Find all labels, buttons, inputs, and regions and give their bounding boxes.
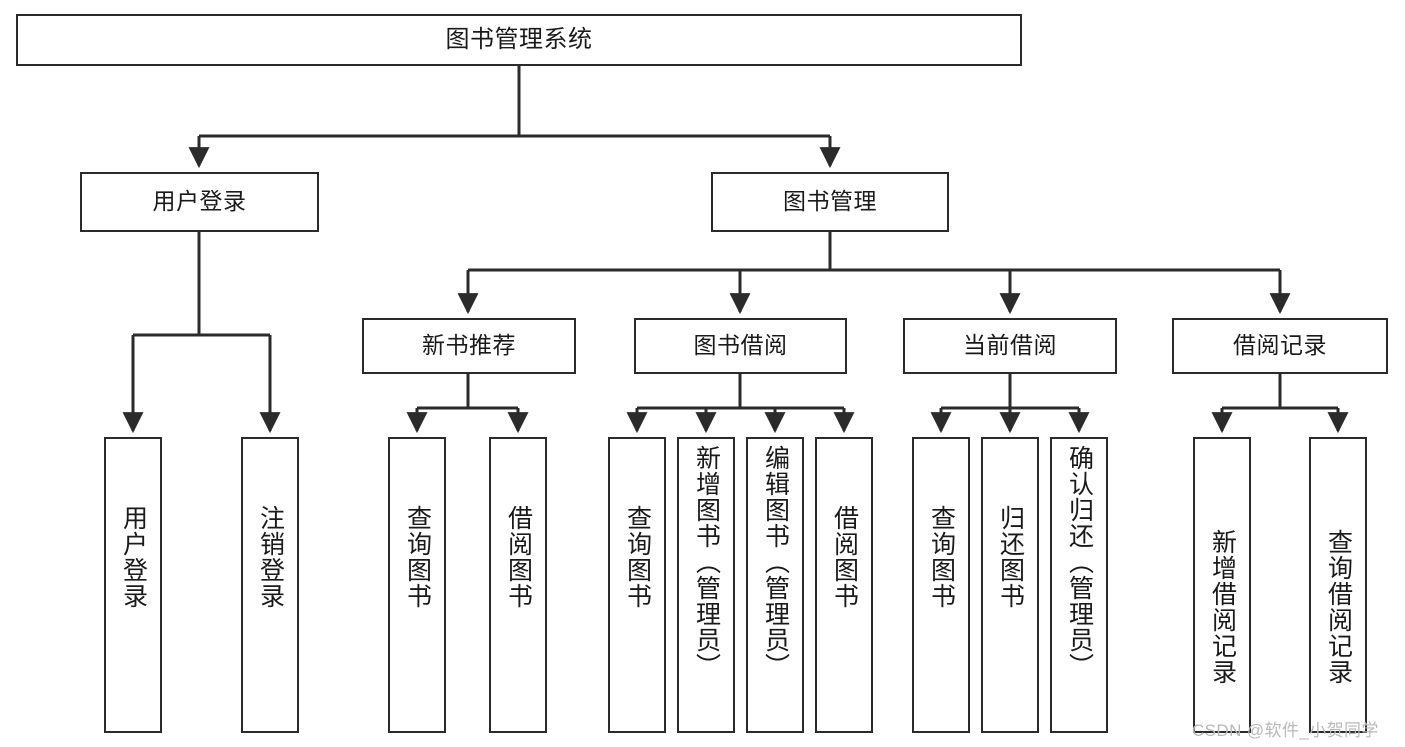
leaf-bookborrow-borrow[interactable]: 借阅图书 xyxy=(815,437,873,733)
leaf-borrowrecord-add-label: 新增借阅记录 xyxy=(1208,529,1237,685)
node-book-manage[interactable]: 图书管理 xyxy=(711,172,949,232)
node-borrow-record-label: 借阅记录 xyxy=(1233,332,1327,359)
leaf-currentborrow-return[interactable]: 归还图书 xyxy=(981,437,1039,733)
leaf-bookborrow-query[interactable]: 查询图书 xyxy=(608,437,666,733)
node-new-book[interactable]: 新书推荐 xyxy=(362,318,576,374)
node-book-borrow[interactable]: 图书借阅 xyxy=(634,318,847,374)
leaf-bookborrow-borrow-label: 借阅图书 xyxy=(830,505,859,609)
node-user-login[interactable]: 用户登录 xyxy=(80,172,319,232)
leaf-user-logout-label: 注销登录 xyxy=(256,505,285,609)
node-user-login-label: 用户登录 xyxy=(152,188,247,215)
leaf-currentborrow-confirm[interactable]: 确认归还（管理员） xyxy=(1050,437,1108,733)
node-root-label: 图书管理系统 xyxy=(445,25,593,53)
node-book-borrow-label: 图书借阅 xyxy=(693,332,788,359)
leaf-newbook-query-label: 查询图书 xyxy=(403,505,432,609)
leaf-bookborrow-query-label: 查询图书 xyxy=(623,505,652,609)
leaf-user-login[interactable]: 用户登录 xyxy=(104,437,162,733)
leaf-borrowrecord-query[interactable]: 查询借阅记录 xyxy=(1309,437,1367,733)
leaf-bookborrow-add[interactable]: 新增图书（管理员） xyxy=(677,437,735,733)
leaf-user-logout[interactable]: 注销登录 xyxy=(241,437,299,733)
leaf-bookborrow-edit-label: 编辑图书（管理员） xyxy=(761,445,790,679)
node-borrow-record[interactable]: 借阅记录 xyxy=(1172,318,1388,374)
leaf-currentborrow-return-label: 归还图书 xyxy=(996,505,1025,609)
node-book-manage-label: 图书管理 xyxy=(783,188,877,215)
leaf-newbook-borrow-label: 借阅图书 xyxy=(504,505,533,609)
leaf-bookborrow-edit[interactable]: 编辑图书（管理员） xyxy=(746,437,804,733)
node-current-borrow[interactable]: 当前借阅 xyxy=(903,318,1117,374)
leaf-bookborrow-add-label: 新增图书（管理员） xyxy=(692,445,721,679)
leaf-user-login-label: 用户登录 xyxy=(119,505,148,609)
leaf-currentborrow-query[interactable]: 查询图书 xyxy=(912,437,970,733)
leaf-currentborrow-confirm-label: 确认归还（管理员） xyxy=(1065,445,1094,679)
node-new-book-label: 新书推荐 xyxy=(422,332,516,359)
leaf-newbook-borrow[interactable]: 借阅图书 xyxy=(489,437,547,733)
leaf-newbook-query[interactable]: 查询图书 xyxy=(388,437,446,733)
leaf-borrowrecord-query-label: 查询借阅记录 xyxy=(1324,529,1353,685)
csdn-watermark: CSDN @软件_小贺同学 xyxy=(1192,721,1379,740)
node-current-borrow-label: 当前借阅 xyxy=(963,332,1057,359)
leaf-currentborrow-query-label: 查询图书 xyxy=(927,505,956,609)
node-root[interactable]: 图书管理系统 xyxy=(16,14,1022,66)
leaf-borrowrecord-add[interactable]: 新增借阅记录 xyxy=(1193,437,1251,733)
